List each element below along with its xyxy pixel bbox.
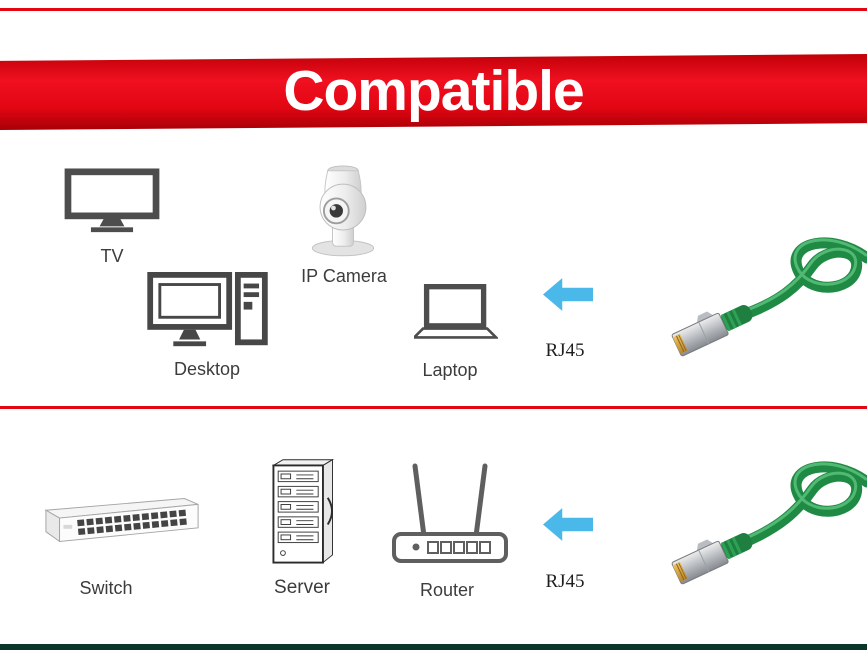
ip-camera-icon	[311, 165, 375, 257]
compatibility-banner: Compatible	[0, 54, 867, 130]
rj45-plug-icon	[671, 237, 867, 357]
desktop-label: Desktop	[173, 359, 241, 379]
laptop-label: Laptop	[422, 360, 478, 380]
rj45-label-top: RJ45	[545, 340, 585, 361]
server-icon	[271, 458, 335, 564]
banner-title: Compatible	[283, 59, 584, 123]
tv-label: TV	[100, 246, 124, 266]
desktop-icon	[147, 272, 268, 347]
rj45-plug-icon	[671, 461, 867, 585]
top-accent-line	[0, 8, 867, 11]
laptop-icon	[414, 284, 498, 339]
rj45-label-bottom: RJ45	[545, 571, 585, 592]
switch-icon	[44, 498, 199, 543]
router-label: Router	[419, 580, 475, 600]
left-arrow-icon	[543, 278, 593, 311]
bottom-accent-line	[0, 644, 867, 650]
section-divider	[0, 406, 867, 409]
router-icon	[392, 463, 508, 563]
server-label: Server	[274, 577, 330, 598]
switch-label: Switch	[79, 578, 133, 598]
tv-icon	[64, 168, 160, 233]
ip-camera-label: IP Camera	[301, 266, 387, 286]
left-arrow-icon	[543, 508, 593, 541]
